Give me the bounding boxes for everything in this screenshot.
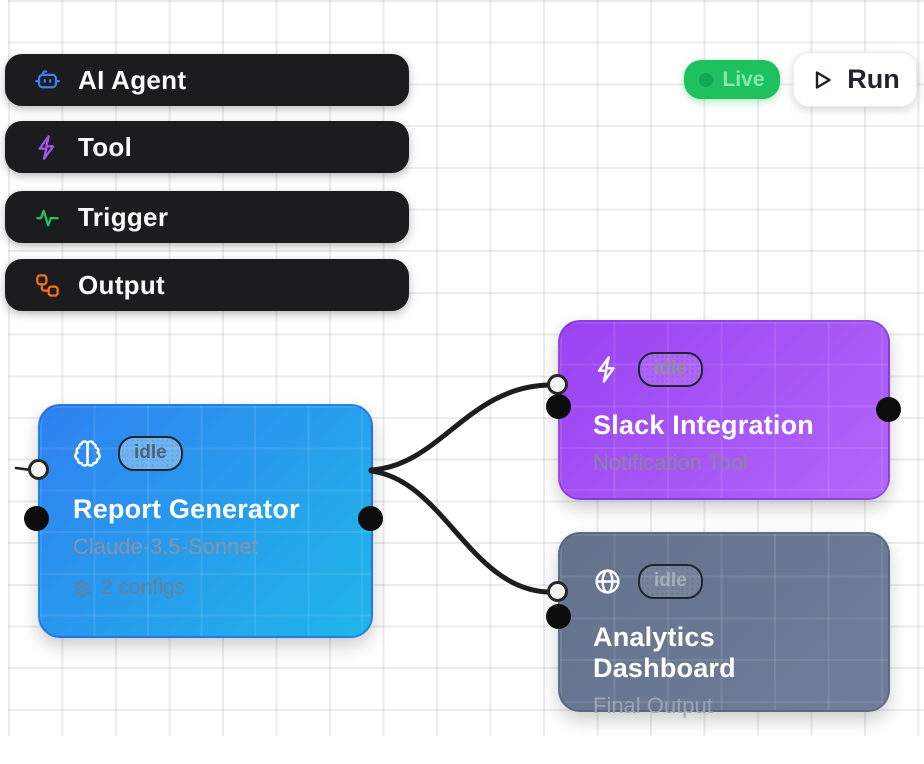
port-report-input[interactable] [24,506,49,531]
palette-item-tool[interactable]: Tool [5,121,409,173]
palette-item-trigger[interactable]: Trigger [5,191,409,243]
node-subtitle: Final Output [593,693,713,718]
node-subtitle: Notification Tool [593,450,748,475]
handle-slack-input[interactable] [547,374,568,395]
palette-item-label: Output [78,269,165,300]
palette-item-label: Trigger [78,201,169,232]
node-title: Report Generator [73,494,300,524]
node-title: Slack Integration [593,410,814,440]
node-analytics-dashboard[interactable]: idle Analytics Dashboard Final Output [558,532,890,718]
activity-icon [36,209,59,226]
status-badge: idle [638,352,703,387]
node-title: Analytics Dashboard [593,622,736,683]
palette-item-label: AI Agent [78,64,187,95]
port-slack-output[interactable] [876,397,901,422]
status-badge: idle [118,436,183,471]
brain-icon [74,440,101,467]
status-badge: idle [638,564,703,599]
handle-report-input[interactable] [28,459,49,480]
live-dot-icon [699,72,714,87]
palette-item-ai-agent[interactable]: AI Agent [5,54,409,106]
port-analytics-input[interactable] [546,604,571,629]
globe-icon [595,569,620,594]
handle-analytics-input[interactable] [547,581,568,602]
bot-icon [35,69,60,88]
node-subtitle: Claude-3.5-Sonnet [73,534,258,559]
node-report-generator[interactable]: idle Report Generator Claude-3.5-Sonnet … [38,404,373,638]
palette-item-label: Tool [78,131,133,162]
gear-icon [74,579,91,597]
run-button[interactable]: Run [793,52,917,107]
workflow-icon [36,273,59,297]
run-button-label: Run [847,64,900,94]
node-slack-integration[interactable]: idle Slack Integration Notification Tool [558,320,890,500]
node-config-count: 2 configs [101,576,186,599]
port-report-output[interactable] [358,506,383,531]
zap-icon [597,356,615,383]
port-slack-input[interactable] [546,394,571,419]
live-label: Live [722,67,765,91]
live-status-badge: Live [684,60,780,99]
zap-icon [38,134,55,160]
play-icon [816,70,831,89]
palette-item-output[interactable]: Output [5,259,409,311]
